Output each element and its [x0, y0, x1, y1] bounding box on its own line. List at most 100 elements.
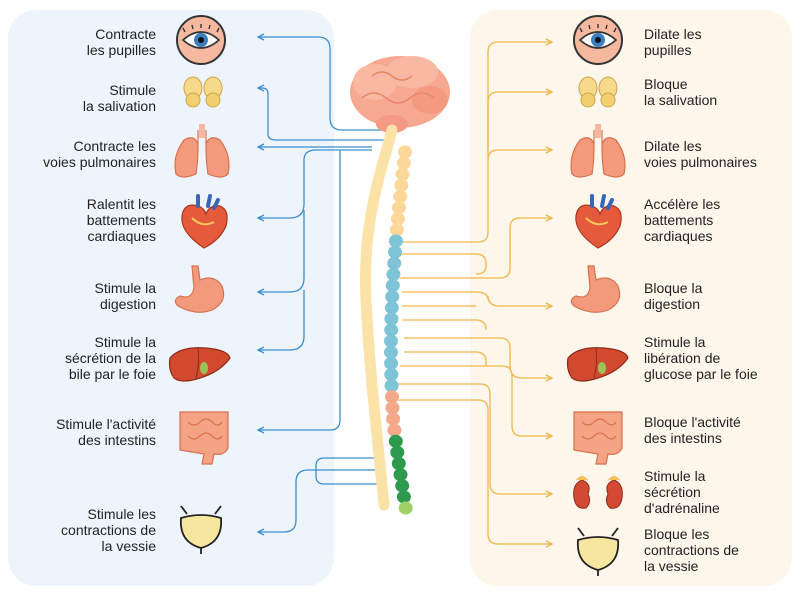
- vertebra-ganglion: [388, 245, 402, 259]
- left-label-heart: Ralentit les battements cardiaques: [86, 196, 156, 244]
- right-label-glucose: Stimule la libération de glucose par le …: [644, 334, 758, 382]
- arrowhead: [545, 38, 554, 46]
- vertebra-ganglion: [384, 345, 398, 359]
- parasympathetic-nerve: [315, 470, 378, 485]
- spinal-cord: [359, 124, 398, 511]
- sympathetic-nerve: [402, 319, 487, 331]
- heart-icon: [575, 194, 622, 249]
- vertebra-ganglion: [386, 267, 401, 281]
- arrowhead: [545, 490, 554, 498]
- sympathetic-nerve: [402, 291, 552, 307]
- intestines-icon: [573, 411, 623, 465]
- bladder-icon: [179, 505, 223, 554]
- parasympathetic-nerve: [258, 469, 380, 533]
- vertebra-ganglion: [384, 368, 399, 381]
- arrowhead: [545, 146, 554, 154]
- right-label-lungs: Dilate les voies pulmonaires: [644, 138, 757, 170]
- arrowhead: [545, 302, 554, 310]
- eye-icon: [573, 15, 623, 65]
- vertebra-ganglion: [387, 423, 402, 437]
- vertebra-ganglion: [389, 223, 404, 237]
- sympathetic-nerve: [404, 351, 487, 366]
- sympathetic-panel: [470, 10, 792, 586]
- vertebra-ganglion: [387, 256, 402, 270]
- lungs-icon: [570, 124, 626, 178]
- left-label-bladder: Stimule les contractions de la vessie: [61, 506, 156, 554]
- lungs-icon: [174, 124, 230, 178]
- vertebra-ganglion: [391, 457, 406, 470]
- left-label-lungs: Contracte les voies pulmonaires: [43, 138, 156, 170]
- right-label-bladder: Bloque les contractions de la vessie: [644, 526, 739, 574]
- vertebra-ganglion: [398, 501, 413, 515]
- vertebra-ganglion: [394, 178, 409, 192]
- vertebra-ganglion: [386, 412, 401, 426]
- parasympathetic-nerve: [315, 457, 376, 470]
- vertebra-ganglion: [396, 490, 411, 504]
- intestines-icon: [179, 411, 229, 465]
- parasympathetic-nerve: [258, 210, 305, 293]
- sympathetic-nerve: [392, 399, 552, 545]
- vertebra-ganglion: [390, 212, 405, 226]
- left-label-intestines: Stimule l'activité des intestins: [56, 416, 156, 448]
- vertebra-ganglion: [385, 390, 399, 404]
- sympathetic-nerve: [487, 91, 552, 150]
- vertebra-ganglion: [384, 323, 399, 337]
- left-label-bile: Stimule la sécrétion de la bile par le f…: [64, 334, 156, 382]
- heart-icon: [181, 194, 228, 249]
- left-label-salivation: Stimule la salivation: [82, 82, 156, 114]
- parasympathetic-nerve: [258, 150, 341, 431]
- arrowhead: [256, 346, 265, 354]
- eye-icon: [176, 15, 226, 65]
- parasympathetic-nerve: [258, 36, 390, 131]
- sympathetic-nerve: [398, 253, 487, 275]
- vertebra-ganglion: [398, 145, 412, 159]
- vertebra-ganglion: [395, 167, 410, 181]
- sympathetic-nerve: [396, 383, 552, 495]
- bladder-icon: [576, 527, 620, 576]
- brain: [350, 56, 450, 133]
- vertebra-ganglion: [384, 379, 399, 393]
- vertebra-ganglion: [384, 312, 399, 326]
- adrenal-kidneys-icon: [573, 476, 623, 509]
- stomach-icon: [570, 265, 621, 313]
- sympathetic-ganglia-chain: [384, 145, 413, 515]
- arrowhead: [256, 288, 265, 296]
- vertebra-ganglion: [384, 334, 398, 348]
- arrowhead: [256, 426, 265, 434]
- arrowhead: [545, 374, 554, 382]
- right-label-pupils: Dilate les pupilles: [644, 26, 702, 58]
- sympathetic-nerve: [400, 217, 552, 279]
- arrowhead: [256, 528, 265, 536]
- vertebra-ganglion: [393, 190, 408, 203]
- vertebra-ganglion: [384, 356, 399, 370]
- left-label-pupils: Contracte les pupilles: [86, 26, 156, 58]
- arrowhead: [256, 214, 265, 222]
- parasympathetic-nerve: [258, 149, 372, 219]
- parasympathetic-panel: [8, 10, 334, 586]
- arrowhead: [545, 88, 554, 96]
- parasympathetic-nerve: [258, 290, 305, 351]
- left-label-digestion: Stimule la digestion: [94, 280, 156, 312]
- parasympathetic-connectors: [256, 33, 390, 536]
- vertebra-ganglion: [388, 234, 403, 248]
- parasympathetic-nerve: [258, 87, 390, 141]
- salivary-glands-icon: [183, 76, 223, 108]
- arrowhead: [256, 143, 265, 151]
- vertebra-ganglion: [395, 479, 410, 493]
- liver-icon: [566, 347, 629, 382]
- liver-icon: [168, 347, 231, 382]
- vertebra-ganglion: [388, 434, 403, 448]
- right-label-salivation: Bloque la salivation: [644, 76, 718, 108]
- right-label-adrenaline: Stimule la sécrétion d'adrénaline: [644, 468, 720, 516]
- stomach-icon: [174, 265, 225, 313]
- vertebra-ganglion: [393, 468, 408, 482]
- vertebra-ganglion: [385, 401, 400, 415]
- arrowhead: [545, 214, 554, 222]
- vertebra-ganglion: [385, 279, 400, 292]
- sympathetic-connectors: [392, 38, 554, 548]
- salivary-glands-icon: [578, 76, 618, 108]
- vertebra-ganglion: [390, 445, 405, 459]
- right-label-intestines: Bloque l'activité des intestins: [644, 414, 741, 446]
- arrowhead: [256, 33, 265, 41]
